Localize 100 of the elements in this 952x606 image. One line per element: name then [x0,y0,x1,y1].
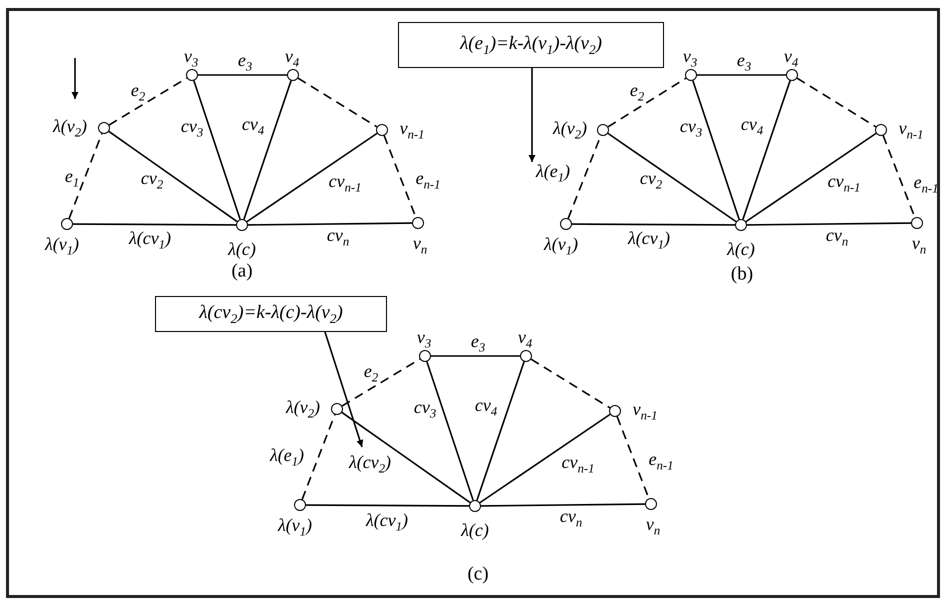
vertex-circle [609,405,621,417]
edge-label: λ(cv$_{1}$) [128,228,172,252]
edge-line [481,503,645,507]
edge-label: cv$_{n-1}$ [828,172,860,194]
vertex-circle [61,218,73,230]
vertex-circle [186,69,198,81]
edge-line [572,223,735,226]
vertex-label: v$_{4}$ [518,328,532,350]
edge-label: e$_{2}$ [364,362,378,384]
vertex-label: v$_{3}$ [416,328,432,350]
edge-label: λ(e$_{1}$) [270,446,304,468]
edge-line [193,80,241,220]
vertex-circle [875,124,887,136]
vertex-circle [560,218,572,230]
edge-line [746,132,876,222]
vertex-circle [412,217,424,229]
edge-line [697,74,786,76]
vertex-label: λ(v$_{2}$) [52,116,88,140]
edge-line [742,80,791,220]
vertex-label: λ(v$_{1}$) [44,234,80,258]
edge-label: cv$_{2}$ [640,168,662,192]
formula-box: λ(e$_{1}$)=k-λ(v$_{1}$)-λ(v$_{2}$) [398,22,664,68]
formula-box: λ(cv$_{2}$)=k-λ(c)-λ(v$_{2}$) [155,296,387,332]
edge-line [480,414,610,504]
vertex-circle [331,403,343,415]
vertex-label: v$_{n}$ [646,514,660,538]
vertex-label: λ(c) [461,521,489,539]
dashed-edge [530,358,610,409]
edge-label: cv$_{n}$ [826,226,848,248]
vertex-circle [597,124,609,136]
arrow [528,68,536,162]
edge-line [248,222,412,226]
vertex-circle [469,500,481,512]
edge-label: cv$_{4}$ [474,396,498,418]
edge-line [108,130,238,222]
vertex-circle [98,122,110,134]
edge-label: λ(cv$_{2}$) [348,452,392,476]
edge-line [431,355,520,357]
edge-line [607,132,737,222]
vertex-label: v$_{n-1}$ [400,118,424,142]
edge-label: e$_{3}$ [470,332,486,354]
edge-line [246,132,378,222]
dashed-edge [298,77,378,128]
edge-label: e$_{n-1}$ [914,172,938,196]
edge-label: e$_{n-1}$ [416,168,440,192]
dashed-edge [342,358,420,407]
vertex-label: v$_{3}$ [682,46,698,70]
edge-label: cv$_{n-1}$ [328,172,362,194]
edge-line [306,504,469,507]
arrow [72,58,78,99]
vertex-label: v$_{3}$ [184,46,198,70]
vertex-circle [287,69,299,81]
edge-line [341,412,471,504]
edge-line [73,223,236,226]
vertex-label: v$_{n}$ [412,234,428,256]
vertex-circle [236,219,248,231]
panel-caption: (c) [467,564,489,584]
vertex-circle [911,217,923,229]
edge-label: e$_{2}$ [630,80,644,104]
edge-label: e$_{1}$ [64,166,80,190]
edge-line [692,80,740,220]
edge-label: e$_{3}$ [238,50,252,74]
vertex-label: λ(v$_{2}$) [286,398,320,420]
panel-caption: (b) [730,264,754,284]
vertex-circle [294,499,306,511]
edge-line [198,74,287,76]
edge-label: e$_{2}$ [130,80,146,104]
vertex-label: v$_{4}$ [784,46,798,70]
edge-line [243,80,292,220]
vertex-circle [520,350,532,362]
edge-label: λ(e$_{1}$) [536,162,570,184]
edge-label: λ(cv$_{1}$) [628,228,670,252]
vertex-circle [786,69,798,81]
dashed-edge [301,414,336,500]
dashed-edge [796,77,876,128]
vertex-circle [645,498,657,510]
edge-label: cv$_{4}$ [242,114,264,138]
vertex-label: λ(v$_{1}$) [278,516,312,538]
vertex-circle [735,219,747,231]
edge-label: cv$_{4}$ [740,114,764,138]
vertex-label: λ(c) [228,240,256,258]
edge-label: e$_{n-1}$ [648,450,674,472]
vertex-label: v$_{4}$ [284,46,300,70]
vertex-label: λ(v$_{2}$) [552,118,588,142]
vertex-label: λ(c) [727,240,755,258]
vertex-label: v$_{n-1}$ [632,400,658,422]
vertex-label: λ(v$_{1}$) [544,234,578,258]
edge-line [426,361,474,501]
panel-caption: (a) [231,262,253,280]
dashed-edge [608,78,686,128]
edge-label: λ(cv$_{1}$) [366,510,408,534]
edge-line [476,361,525,501]
edge-label: cv$_{3}$ [180,116,204,140]
edge-label: cv$_{n-1}$ [562,452,594,476]
vertex-label: v$_{n-1}$ [898,118,924,142]
vertex-circle [685,69,697,81]
vertex-label: v$_{n}$ [912,234,926,256]
vertex-circle [419,350,431,362]
edge-label: cv$_{n}$ [326,226,350,248]
edge-label: cv$_{2}$ [140,168,164,192]
